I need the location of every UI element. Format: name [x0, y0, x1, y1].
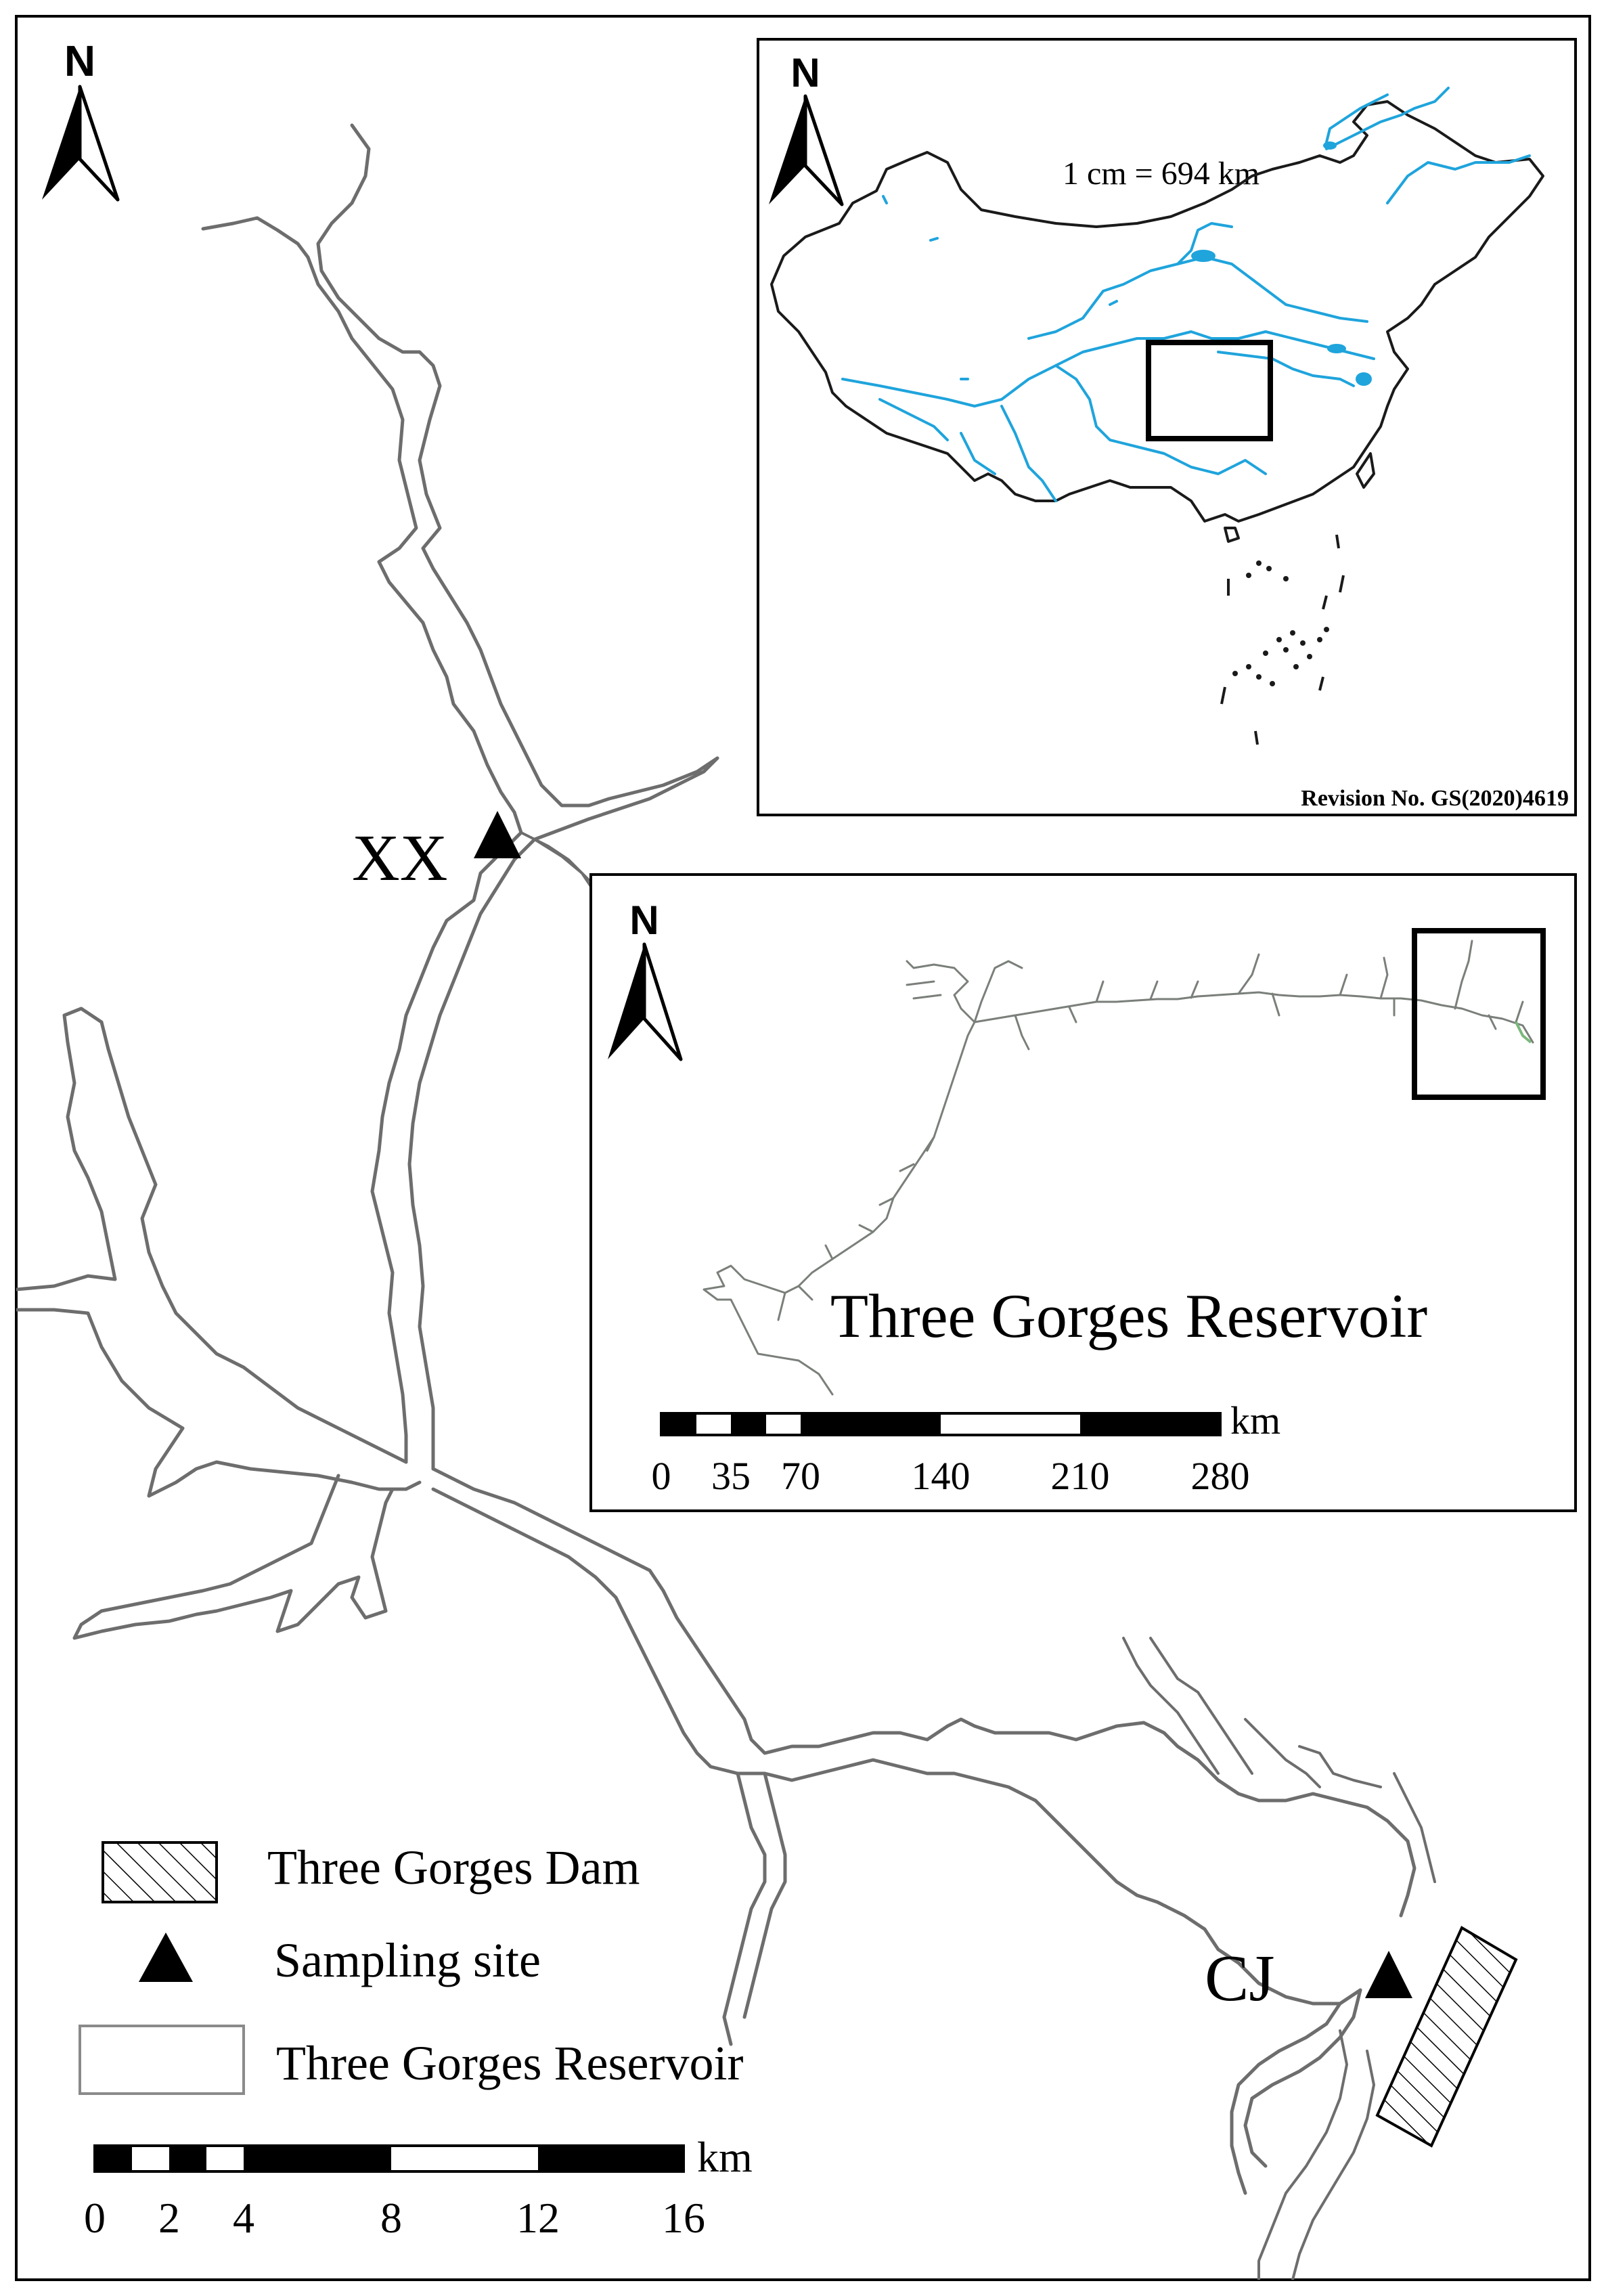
reservoir-inset-shape	[702, 940, 1534, 1396]
site-cj-marker	[1365, 1951, 1412, 1998]
reservoir-inset: N Three Gorges Reservoir km 0 35 70 140 …	[589, 873, 1577, 1512]
site-xx-label: XX	[352, 822, 448, 895]
legend-dam-label: Three Gorges Dam	[267, 1840, 640, 1895]
scalebar-main-tick: 12	[516, 2194, 560, 2242]
china-scale-text: 1 cm = 694 km	[1063, 156, 1259, 192]
scalebar-inset-tick: 280	[1191, 1454, 1250, 1498]
scalebar-inset-tick: 70	[781, 1454, 820, 1498]
scalebar-inset-unit: km	[1230, 1398, 1280, 1442]
reservoir-study-area-box	[1412, 928, 1546, 1100]
scalebar-inset-tick: 35	[711, 1454, 751, 1498]
legend-site-icon	[139, 1933, 193, 1982]
scalebar-main-tick: 0	[84, 2194, 106, 2242]
map-frame	[15, 15, 1591, 2281]
south-china-sea-islands	[1232, 560, 1329, 686]
scalebar-inset: km 0 35 70 140 210 280	[652, 1398, 1281, 1498]
north-label-china: N	[790, 50, 820, 95]
scalebar-inset-tick: 140	[912, 1454, 971, 1498]
scalebar-main: km 0 2 4 8 12 16	[84, 2133, 753, 2242]
reservoir-inset-title: Three Gorges Reservoir	[830, 1281, 1427, 1350]
legend-site-label: Sampling site	[274, 1933, 541, 1987]
china-water	[841, 87, 1531, 502]
china-study-area-box	[1146, 340, 1273, 441]
legend-reservoir-swatch	[79, 2025, 245, 2095]
north-arrow-main: N	[42, 37, 120, 202]
site-cj: CJ	[1205, 1942, 1412, 2015]
north-label-main: N	[64, 37, 95, 85]
site-cj-label: CJ	[1205, 1942, 1275, 2015]
scalebar-main-tick: 2	[158, 2194, 180, 2242]
legend: Three Gorges Dam Sampling site Three Gor…	[79, 1840, 743, 2095]
reservoir-outline	[16, 123, 1436, 2280]
scalebar-inset-tick: 0	[652, 1454, 671, 1498]
scalebar-main-tick: 16	[662, 2194, 705, 2242]
site-xx: XX	[352, 811, 521, 895]
scalebar-main-tick: 4	[233, 2194, 254, 2242]
scalebar-inset-tick: 210	[1051, 1454, 1110, 1498]
legend-dam-swatch	[102, 1841, 218, 1903]
scalebar-main-unit: km	[697, 2133, 753, 2181]
china-revision-label: Revision No. GS(2020)4619	[1301, 786, 1569, 811]
north-label-reservoir: N	[629, 898, 659, 943]
scalebar-main-tick: 8	[380, 2194, 402, 2242]
three-gorges-dam	[1375, 1926, 1518, 2148]
china-outline	[770, 100, 1544, 523]
site-xx-marker	[474, 811, 521, 858]
legend-reservoir-label: Three Gorges Reservoir	[276, 2036, 743, 2090]
china-inset: N 1 cm = 694 km	[757, 38, 1577, 816]
